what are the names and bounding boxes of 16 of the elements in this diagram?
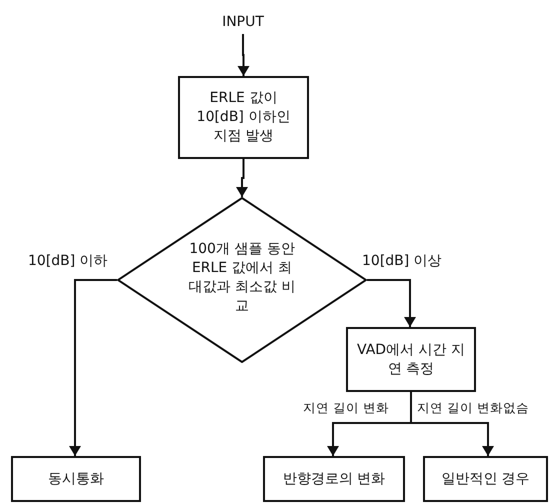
arrow bbox=[236, 159, 248, 197]
arrow bbox=[69, 279, 117, 456]
arrow bbox=[367, 279, 416, 327]
result-box: 동시통화 bbox=[11, 456, 141, 502]
result-box: 일반적인 경우 bbox=[423, 456, 548, 502]
decision-text: 100개 샘플 동안 ERLE 값에서 최대값과 최소값 비교 bbox=[188, 240, 296, 316]
edge-label: 지연 길이 변화 bbox=[303, 400, 389, 417]
arrow bbox=[410, 392, 494, 456]
process-box: ERLE 값이 10[dB] 이하인 지점 발생 bbox=[178, 76, 309, 159]
arrow bbox=[238, 34, 250, 76]
input-label: INPUT bbox=[222, 12, 264, 32]
edge-label: 지연 길이 변화없슴 bbox=[417, 400, 529, 417]
result-box: 반향경로의 변화 bbox=[263, 456, 405, 502]
edge-label: 10[dB] 이하 bbox=[28, 252, 108, 270]
process-box: VAD에서 시간 지연 측정 bbox=[346, 327, 476, 392]
edge-label: 10[dB] 이상 bbox=[362, 252, 442, 270]
